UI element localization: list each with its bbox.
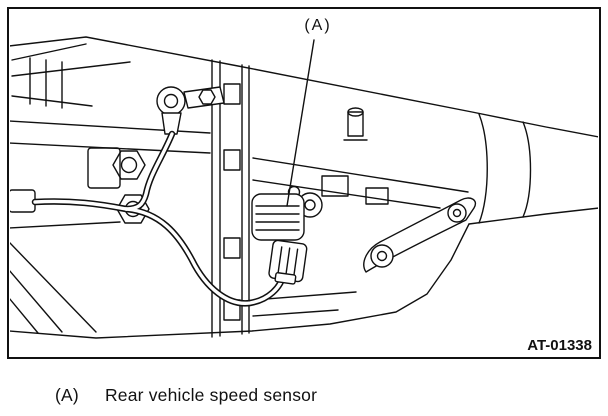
figure-code: AT-01338 [527,337,592,354]
front-sensor-connector [156,86,225,135]
hex-bolt-upper [112,150,146,180]
caption-key: (A) [55,385,79,405]
callout-label: (A) [304,17,331,34]
stud-bolt [343,107,368,141]
figure-border [7,7,601,359]
case-right-detail [252,157,469,317]
transmission-case-outline [10,36,598,339]
speed-sensor-diagram: (A) AT-01338 [7,7,601,359]
case-left-detail [10,43,211,334]
sensor-connector [268,239,308,285]
caption-label: Rear vehicle speed sensor [104,385,318,405]
sensor-cable [31,130,288,307]
rear-vehicle-speed-sensor [251,185,323,285]
callout-leader-line [286,39,315,207]
bracket-arm [363,197,477,273]
figure-caption: (A) Rear vehicle speed sensor [0,385,608,406]
